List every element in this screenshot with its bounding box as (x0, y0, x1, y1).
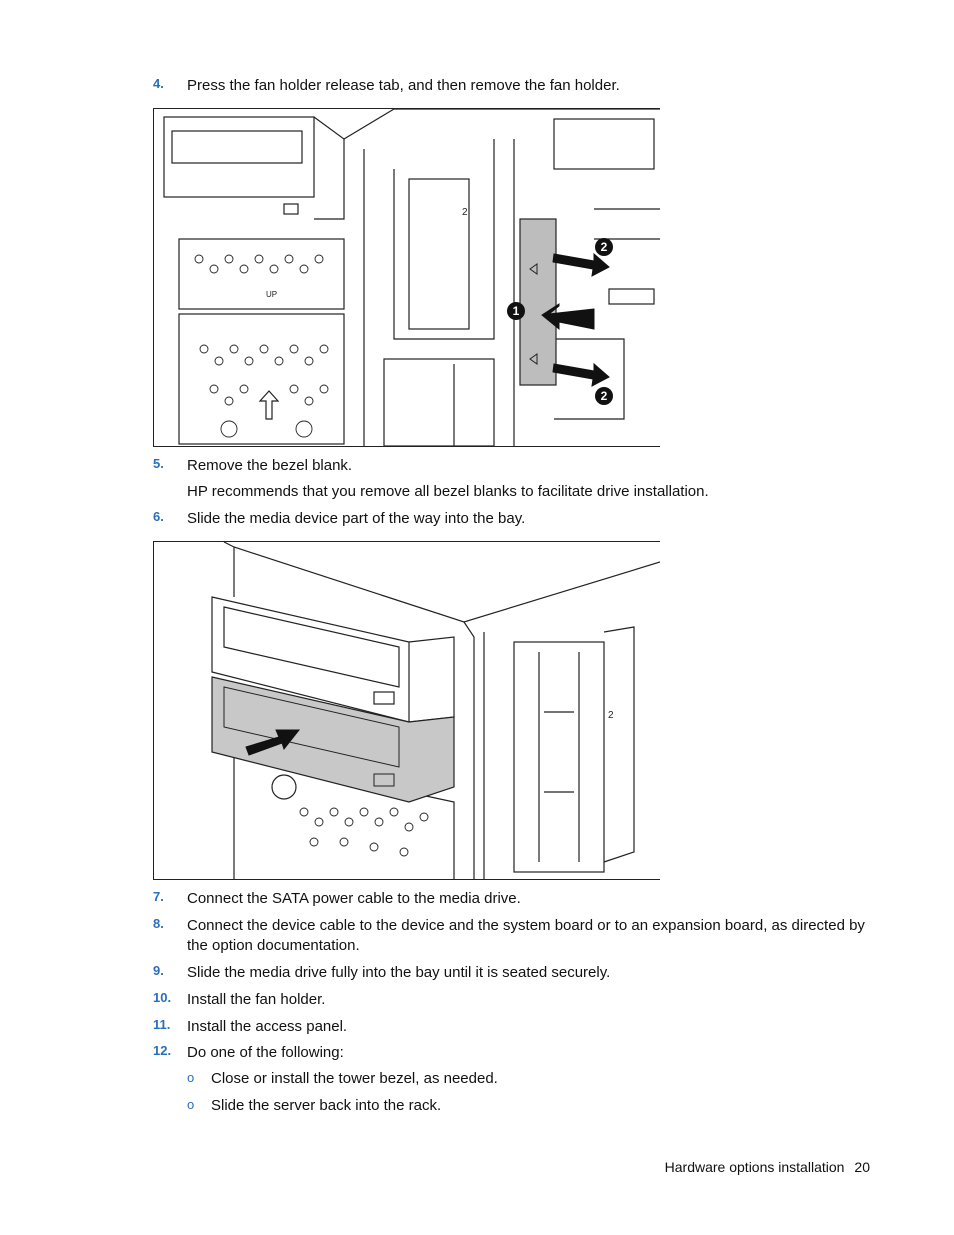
step-text: Connect the device cable to the device a… (187, 917, 865, 954)
step-number: 6. (153, 509, 164, 524)
fan-holder-removal-illustration: 2 1 2 UP 2 (153, 108, 660, 447)
note-text: HP recommends that you remove all bezel … (187, 483, 709, 500)
step-number: 12. (153, 1043, 172, 1058)
sub-item-text: Slide the server back into the rack. (211, 1097, 442, 1114)
up-label: UP (266, 290, 277, 299)
callout-1: 1 (513, 304, 520, 318)
step-number: 10. (153, 990, 172, 1005)
page-footer: Hardware options installation 20 (665, 1159, 870, 1175)
bay-label: 2 (462, 207, 468, 218)
page-number: 20 (854, 1159, 870, 1175)
media-device-drawing: 2 (211, 542, 660, 879)
step-text: Do one of the following: (187, 1044, 344, 1061)
step-number: 9. (153, 963, 164, 978)
step-number: 7. (153, 889, 164, 904)
bullet-icon: o (187, 1070, 195, 1085)
step-text: Press the fan holder release tab, and th… (187, 77, 620, 94)
callout-2-upper: 2 (601, 240, 608, 254)
step-number: 5. (153, 456, 164, 471)
step-text: Slide the media device part of the way i… (187, 510, 526, 527)
step-number: 4. (153, 76, 164, 91)
bay-label: 2 (608, 710, 614, 721)
step-text: Connect the SATA power cable to the medi… (187, 890, 521, 907)
step-number: 11. (153, 1017, 171, 1032)
callout-2-lower: 2 (601, 389, 608, 403)
step-text: Install the fan holder. (187, 991, 326, 1008)
fan-holder-drawing: 2 1 2 UP 2 (163, 109, 660, 446)
sub-item-text: Close or install the tower bezel, as nee… (211, 1070, 498, 1087)
step-text: Remove the bezel blank. (187, 457, 353, 474)
step-text: Install the access panel. (187, 1018, 348, 1035)
footer-section-title: Hardware options installation (664, 1159, 845, 1175)
step-number: 8. (153, 916, 164, 931)
media-device-insertion-illustration: 2 (153, 541, 660, 880)
step-text: Slide the media drive fully into the bay… (187, 964, 611, 981)
bullet-icon: o (187, 1097, 195, 1112)
